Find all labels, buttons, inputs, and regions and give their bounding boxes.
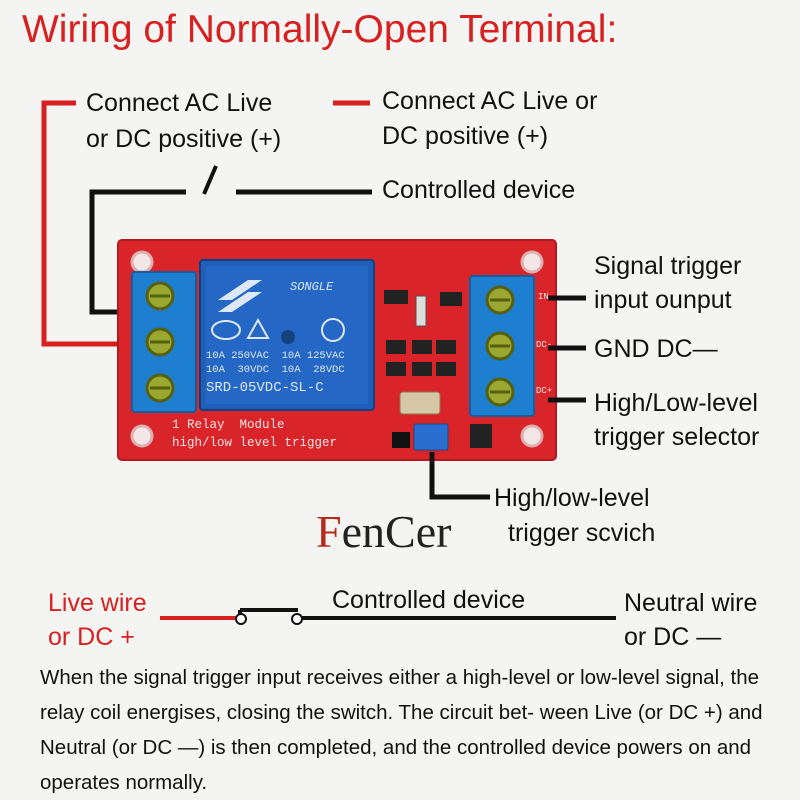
right-terminal-block <box>469 275 535 417</box>
live-wire-label-line-1: Live wire <box>48 589 147 617</box>
selector-label-line-1: High/Low-level <box>594 389 758 417</box>
switch-contact-left <box>235 613 247 625</box>
switch-blade-top <box>202 165 218 195</box>
connect-live-left-line-1: Connect AC Live <box>86 89 273 117</box>
relay-rating-line-1: 10A 250VAC 10A 125VAC <box>206 350 345 362</box>
live-wire-label-line-2: or DC + <box>48 623 135 651</box>
connect-live-right-line-1: Connect AC Live or <box>382 87 598 115</box>
neutral-wire-label-line-2: or DC — <box>624 623 722 651</box>
red-live-wire-left <box>41 100 128 347</box>
trigger-switch-label-line-2: trigger scvich <box>508 519 656 547</box>
controlled-device-label-top: Controlled device <box>382 176 576 204</box>
relay-module-board <box>117 239 557 461</box>
black-device-wire <box>89 189 186 315</box>
connect-live-right-line-2: DC positive (+) <box>382 122 549 150</box>
cqc-mark-icon <box>211 320 241 340</box>
relay-component <box>199 259 375 411</box>
relay-model-text: SRD-05VDC-SL-C <box>206 380 324 396</box>
controlled-device-label-bottom: Controlled device <box>332 586 526 614</box>
neutral-wire-label-line-1: Neutral wire <box>624 589 758 617</box>
signal-trigger-label-line-1: Signal trigger <box>594 252 742 280</box>
switch-contact-right <box>291 613 303 625</box>
brand-rest: enCer <box>341 506 452 557</box>
trigger-switch-label-line-1: High/low-level <box>494 484 650 512</box>
jumper-leader-line <box>429 452 490 500</box>
left-terminal-block <box>131 271 197 413</box>
ul-mark-icon <box>321 318 345 342</box>
songle-logo-icon <box>218 280 262 312</box>
signal-trigger-label-line-2: input ounput <box>594 286 732 314</box>
connect-live-left-line-2: or DC positive (+) <box>86 125 282 153</box>
selector-label-line-2: trigger selector <box>594 423 760 451</box>
trigger-jumper <box>392 423 492 451</box>
description-paragraph: When the signal trigger input receives e… <box>40 666 763 794</box>
brand-initial: F <box>316 506 342 557</box>
page-title: Wiring of Normally-Open Terminal: <box>22 8 618 51</box>
module-label-line-2: high/low level trigger <box>172 436 338 450</box>
relay-rating-line-2: 10A 30VDC 10A 28VDC <box>206 364 345 376</box>
transistor-components <box>384 290 462 415</box>
module-label-line-1: 1 Relay Module <box>172 418 285 432</box>
bottom-circuit <box>160 608 616 625</box>
relay-brand-text: SONGLE <box>290 280 334 294</box>
brand-logo: FenCer <box>316 505 451 558</box>
pin-gnd-label: DC- <box>536 340 553 350</box>
safety-mark-icon <box>246 317 270 339</box>
gnd-label: GND DC— <box>594 335 718 363</box>
pin-in-label: IN <box>538 292 549 302</box>
pin-vcc-label: DC+ <box>536 386 553 396</box>
